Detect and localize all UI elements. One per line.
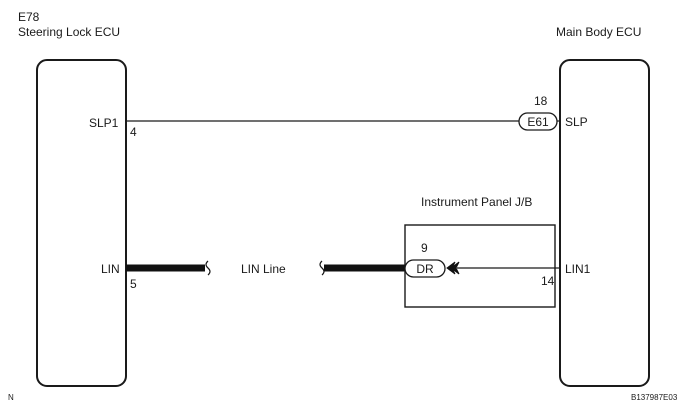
lin-chevron-icon-2 — [450, 261, 460, 275]
lin1-pin-number: 14 — [541, 274, 555, 288]
right-ecu-name: Main Body ECU — [556, 25, 641, 39]
dr-pin-number: 9 — [421, 241, 428, 255]
dr-connector-label: DR — [416, 262, 434, 276]
lin-line-label: LIN Line — [241, 262, 286, 276]
junction-block-name: Instrument Panel J/B — [421, 195, 532, 209]
lin-terminal-name: LIN — [101, 262, 120, 276]
main-body-ecu-box — [559, 59, 650, 387]
slp1-pin-number: 4 — [130, 125, 137, 139]
steering-lock-ecu-box — [36, 59, 127, 387]
slp-terminal-name: SLP — [565, 115, 588, 129]
e61-connector — [518, 112, 558, 131]
lin-line-left-break — [205, 260, 211, 276]
left-ecu-name: Steering Lock ECU — [18, 25, 120, 39]
lin-pin-number: 5 — [130, 277, 137, 291]
lin1-terminal-name: LIN1 — [565, 262, 591, 276]
corner-mark: N — [8, 393, 14, 402]
dr-connector — [404, 259, 446, 278]
slp1-terminal-name: SLP1 — [89, 116, 119, 130]
left-ecu-code: E78 — [18, 10, 40, 24]
e61-connector-label: E61 — [527, 115, 549, 129]
figure-id: B137987E03 — [631, 393, 678, 402]
lin-line-right-break — [319, 260, 325, 276]
e61-pin-number: 18 — [534, 94, 548, 108]
